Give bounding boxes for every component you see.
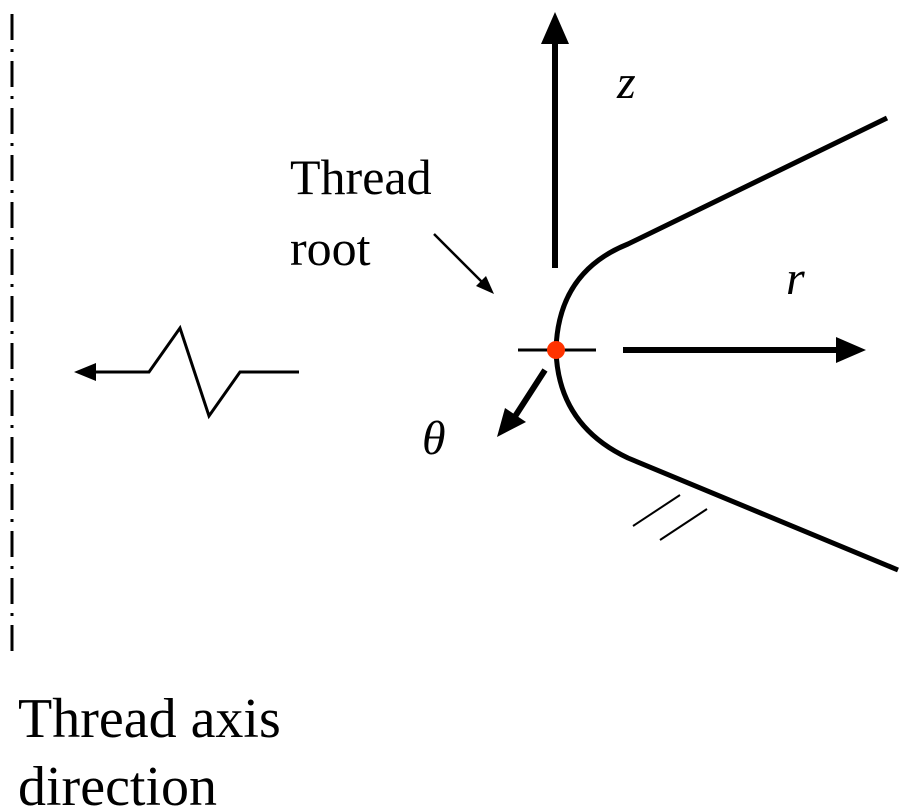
- z-axis-label: z: [616, 56, 636, 109]
- thread-root-label-line1: Thread: [290, 149, 432, 205]
- theta-axis-label: θ: [422, 412, 446, 465]
- thread-axis-label-line2: direction: [18, 756, 217, 811]
- z-axis-arrow: [541, 12, 569, 268]
- hatch-marks: [632, 494, 708, 541]
- theta-axis-arrow: [497, 368, 548, 437]
- thread-axis-label-line1: Thread axis: [18, 688, 281, 750]
- thread-root-point: [547, 341, 565, 359]
- thread-root-label-line2: root: [290, 220, 371, 276]
- break-symbol-arrow: [74, 324, 299, 420]
- r-axis-label: r: [786, 252, 805, 305]
- thread-root-pointer-arrow: [433, 233, 494, 294]
- r-axis-arrow: [623, 337, 866, 363]
